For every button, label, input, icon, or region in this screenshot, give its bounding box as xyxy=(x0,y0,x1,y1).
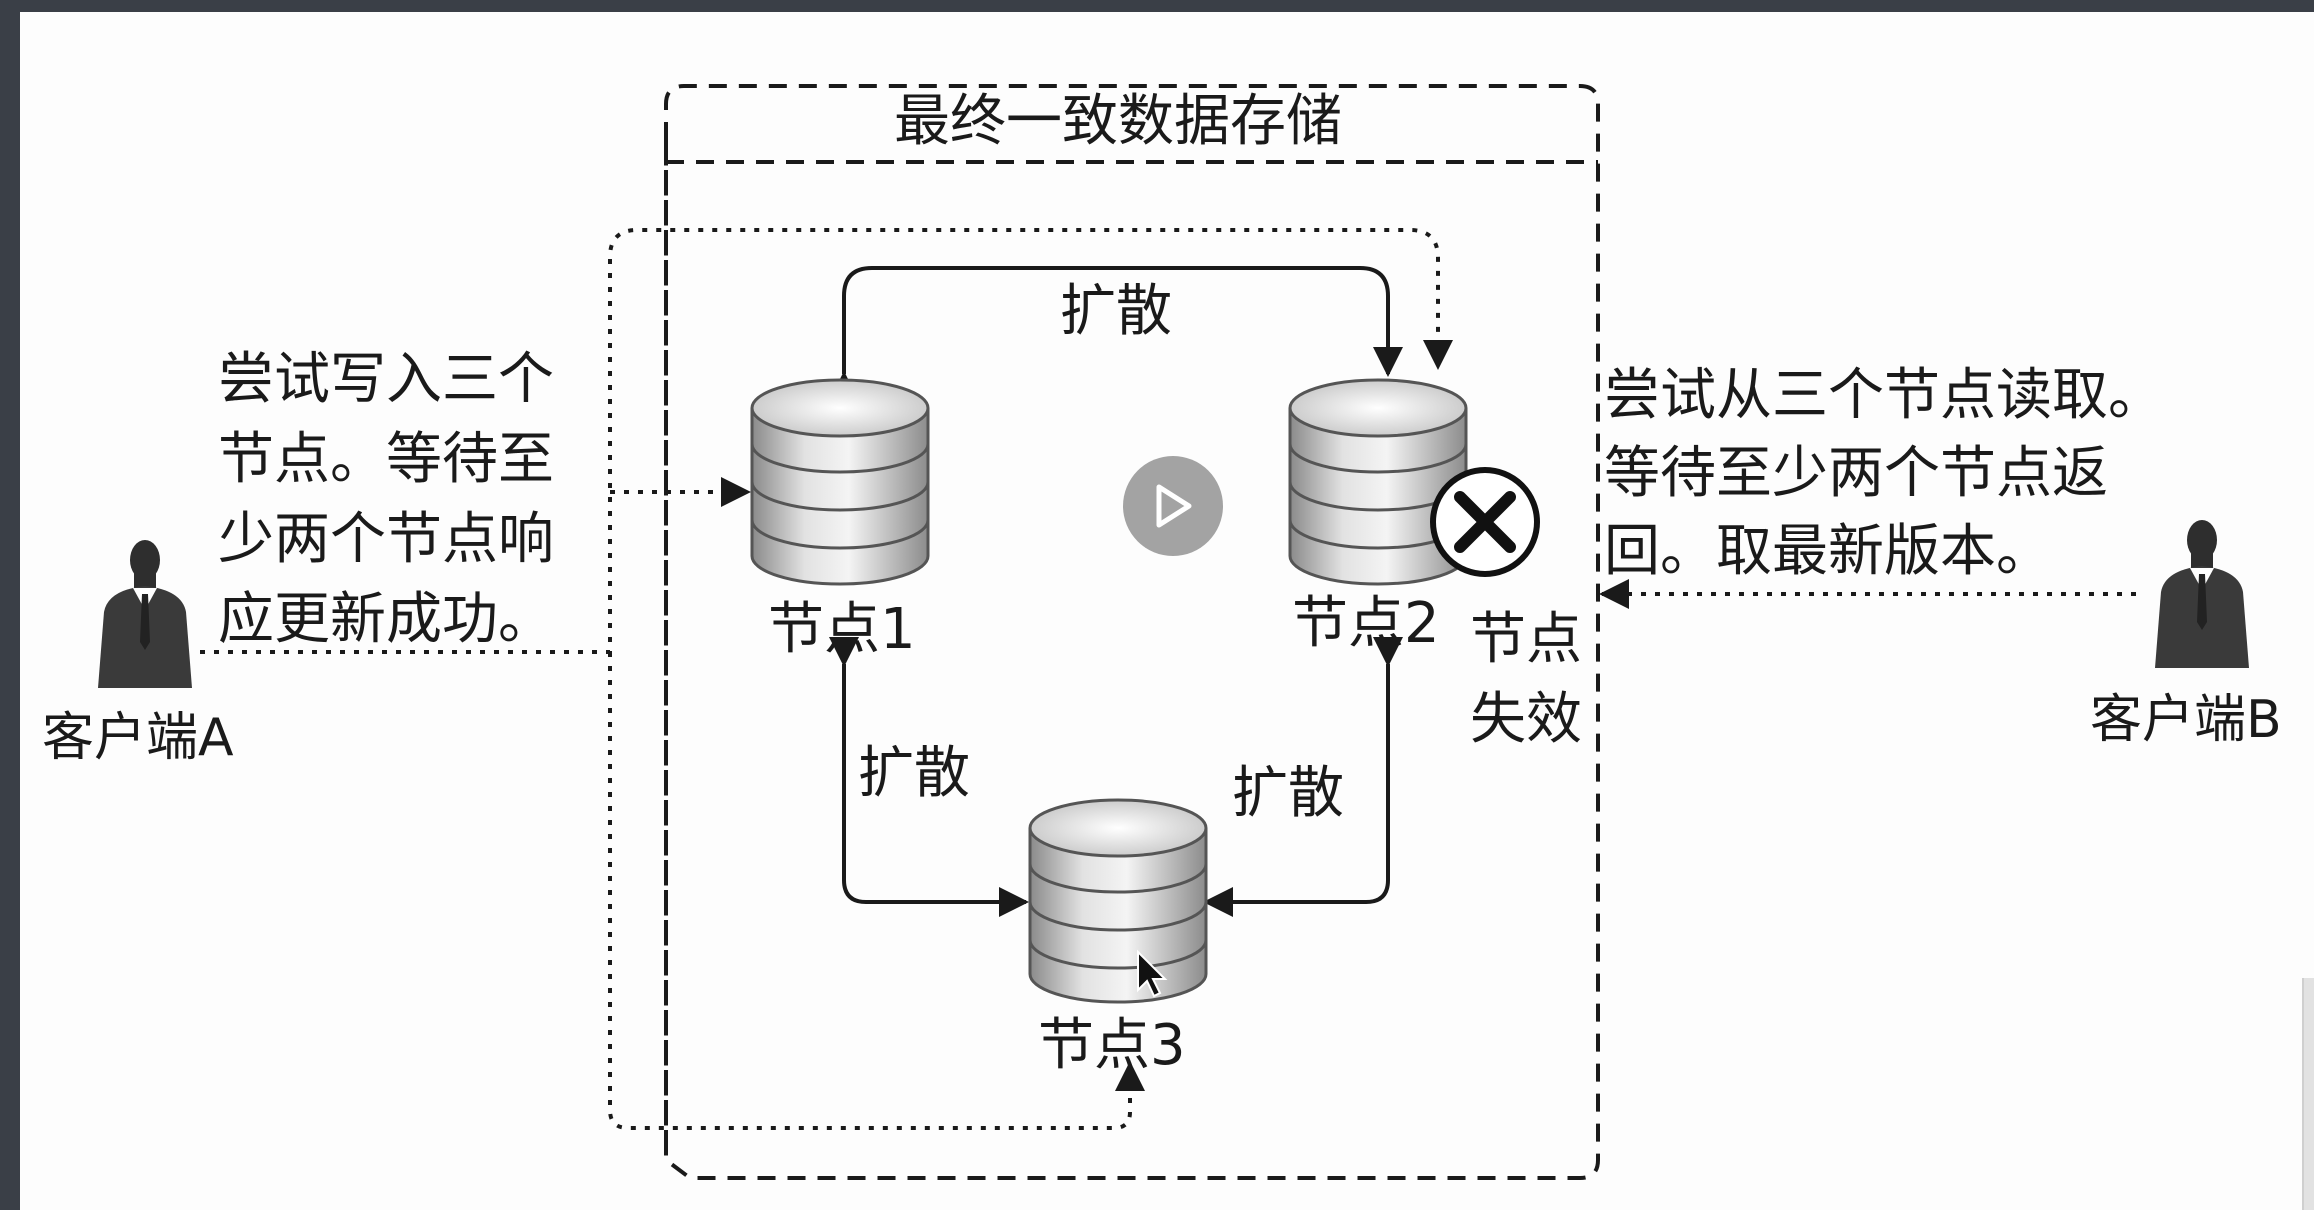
node3-database-icon xyxy=(1028,798,1208,1004)
client-a-name: 客户端A xyxy=(42,708,234,768)
client-b-note-line1: 尝试从三个节点读取。 xyxy=(1604,363,2164,428)
client-a-note-line2: 节点。等待至 xyxy=(218,427,554,492)
gossip-label-right: 扩散 xyxy=(1232,761,1344,826)
client-a-note-line4: 应更新成功。 xyxy=(218,587,554,652)
play-button[interactable] xyxy=(1123,456,1223,556)
gossip-label-top: 扩散 xyxy=(1060,279,1172,344)
write-to-node3-dotted xyxy=(608,652,1145,1130)
client-b-note-line2: 等待至少两个节点返 xyxy=(1604,441,2108,506)
play-icon xyxy=(1156,484,1192,528)
window-top-bar xyxy=(0,0,2314,12)
write-path-dotted xyxy=(200,228,1453,654)
node1-database-icon xyxy=(750,378,930,586)
client-a-note-line3: 少两个节点响 xyxy=(218,507,554,572)
gossip-arrow-left xyxy=(829,637,1029,917)
client-b-person-icon xyxy=(2155,520,2249,668)
gossip-arrow-right xyxy=(1203,637,1403,917)
failure-label-line2: 失效 xyxy=(1470,687,1582,752)
failure-x-icon xyxy=(1430,467,1540,577)
diagram-title: 最终一致数据存储 xyxy=(894,89,1342,154)
client-a-note-line1: 尝试写入三个 xyxy=(218,347,554,412)
client-a-person-icon xyxy=(98,540,192,688)
gossip-arrow-top xyxy=(829,266,1403,401)
diagram-canvas: 最终一致数据存储 扩散 扩散 扩散 节点1 节点2 节点3 节点 失效 尝试写入… xyxy=(20,12,2314,1210)
node2-database-icon xyxy=(1288,378,1468,586)
mouse-cursor-icon xyxy=(1137,949,1168,998)
window-left-bar xyxy=(0,0,20,1210)
gossip-label-left: 扩散 xyxy=(858,741,970,806)
node3-label: 节点3 xyxy=(1038,1013,1186,1078)
node1-label: 节点1 xyxy=(768,597,916,662)
failure-label-line1: 节点 xyxy=(1470,607,1582,672)
client-b-note-line3: 回。取最新版本。 xyxy=(1604,519,2052,584)
client-b-name: 客户端B xyxy=(2090,690,2282,750)
diagram-graphics xyxy=(98,84,2249,1180)
node2-label: 节点2 xyxy=(1292,591,1440,656)
side-panel-tab[interactable] xyxy=(2302,978,2314,1210)
